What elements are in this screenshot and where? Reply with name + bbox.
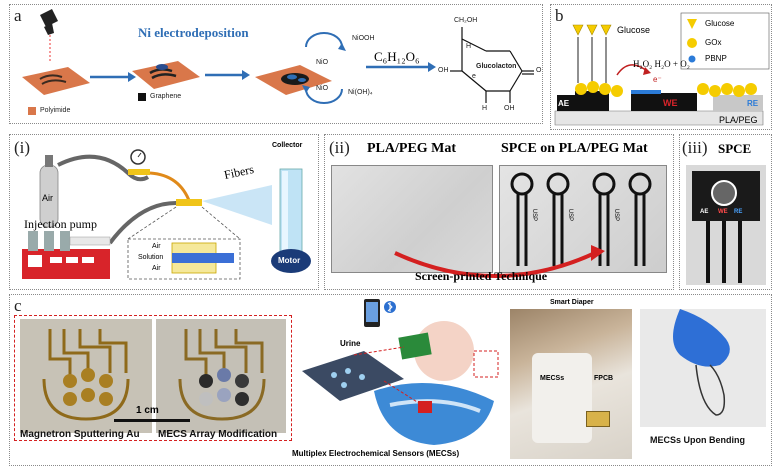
glucose-label: Glucose (617, 25, 651, 35)
niooh-label: NiOOH (352, 35, 375, 42)
panel-a: a Ni electrodeposition (9, 4, 543, 124)
smart-diaper-title: Smart Diaper (550, 299, 594, 306)
spce-ae-label: AE (700, 209, 709, 215)
panel-a-label: a (14, 6, 22, 25)
e-label: e (472, 73, 476, 80)
fpcb-label: FPCB (594, 375, 614, 382)
spce-re-label: RE (734, 209, 743, 215)
pla-peg-mat-photo (331, 165, 493, 273)
panel-ii-label: (ii) (329, 138, 350, 157)
smart-diaper-schematic (302, 299, 499, 445)
caption-magnetron: Magnetron Sputtering Au (20, 429, 140, 440)
electron-label: e⁻ (653, 75, 662, 84)
chip-photos-frame (14, 315, 292, 441)
glucose-formula: C₆H₁₂O₆ (374, 49, 420, 64)
air-cylinder-label: Air (42, 193, 53, 203)
reaction-label: H₂O₂ H₂O + O₂ (633, 59, 690, 69)
motor-icon (271, 249, 311, 273)
scale-label: 1 cm (136, 405, 159, 416)
bending-photo (640, 309, 766, 427)
scale-bar (114, 419, 190, 422)
spce-title: SPCE (718, 141, 752, 156)
modified-array-drawing (178, 329, 266, 421)
h-label-2: H (482, 105, 488, 112)
spce-photo: AE WE RE (686, 165, 766, 285)
mecs-bottom-caption: Multiplex Electrochemical Sensors (MECSs… (292, 449, 460, 458)
nioh4-label: Ni(OH)₄ (348, 89, 373, 96)
bending-caption: MECSs Upon Bending (650, 435, 745, 445)
diaper-shape (374, 383, 494, 445)
graphene-label: Graphene (150, 93, 182, 100)
glucolacton-structure (450, 27, 534, 103)
panel-b-illustration (554, 12, 770, 126)
spce-we-label: WE (718, 209, 728, 215)
panel-iii: (iii) SPCE AE WE RE (679, 134, 772, 290)
screen-printed-technique-label: Screen-printed Technique (415, 269, 548, 283)
legend-pbnp: PBNP (705, 54, 727, 63)
panel-c: c 1 cm Magnetron Sputtering Au MECS A (9, 294, 772, 466)
substrate-label: PLA/PEG (719, 115, 758, 125)
spce-electrode-drawing (692, 171, 760, 283)
legend-glucose: Glucose (705, 19, 735, 28)
re-label: RE (747, 99, 759, 108)
baby-illustration (414, 321, 474, 381)
panel-b: b Glucose Glucose GOx PBNP H₂O₂ H₂O + (550, 4, 772, 130)
h-label-1: H (466, 43, 472, 50)
urine-label: Urine (340, 339, 361, 348)
nio-top-label: NiO (316, 59, 329, 66)
au-electrode-drawing (42, 329, 130, 421)
panel-a-title: Ni electrodeposition (138, 25, 249, 40)
screen-print-arrow (394, 245, 605, 278)
gloved-hand-drawing (673, 309, 730, 416)
collector-label: Collector (272, 142, 303, 149)
fiber-spray (202, 185, 272, 225)
nio-bottom-label: NiO (316, 85, 329, 92)
panel-b-label: b (555, 6, 564, 25)
spce-on-mat-title: SPCE on PLA/PEG Mat (501, 141, 648, 156)
coaxial-nozzle (176, 199, 202, 206)
oh-left-label: OH (438, 67, 449, 74)
spce-electrodes-drawing (510, 172, 652, 266)
ae-label: AE (558, 99, 570, 108)
we-label: WE (663, 98, 678, 108)
motor-label: Motor (278, 256, 301, 265)
oh-bottom-label: OH (504, 105, 515, 112)
injection-pump-label: Injection pump (24, 217, 97, 231)
legend-gox: GOx (705, 38, 722, 47)
smart-diaper-photo (510, 309, 632, 459)
panel-c-label: c (14, 296, 22, 315)
inset-air-bottom-label: Air (152, 265, 161, 272)
glucolacton-label: Glucolacton (476, 63, 517, 70)
pla-peg-mat-title: PLA/PEG Mat (367, 141, 457, 156)
sensor-array (302, 351, 404, 401)
laser-pen-icon (40, 9, 58, 63)
carbonyl-o-label: O (536, 67, 542, 74)
panel-i: (i) Air (9, 134, 319, 290)
mecss-label: MECSs (540, 375, 565, 382)
panel-a-illustration (22, 9, 534, 115)
caption-array-modification: MECS Array Modification (158, 429, 278, 440)
inset-air-top-label: Air (152, 243, 161, 250)
modified-mecs-array-photo (156, 319, 286, 433)
ch2oh-label: CH₂OH (454, 17, 478, 24)
sputtered-au-chip-photo (20, 319, 152, 433)
panel-ii: (ii) PLA/PEG Mat SPCE on PLA/PEG Mat USP… (324, 134, 674, 290)
electrospinning-setup (22, 149, 311, 280)
spce-on-mat-photo: USP USP USP (499, 165, 667, 273)
circuit-board (398, 332, 432, 360)
panel-i-label: (i) (14, 138, 31, 157)
polyimide-label: Polyimide (40, 107, 71, 114)
pbnp-strip-label: PBNP (633, 83, 650, 89)
inset-solution-label: Solution (138, 254, 164, 261)
panel-iii-label: (iii) (682, 138, 708, 157)
